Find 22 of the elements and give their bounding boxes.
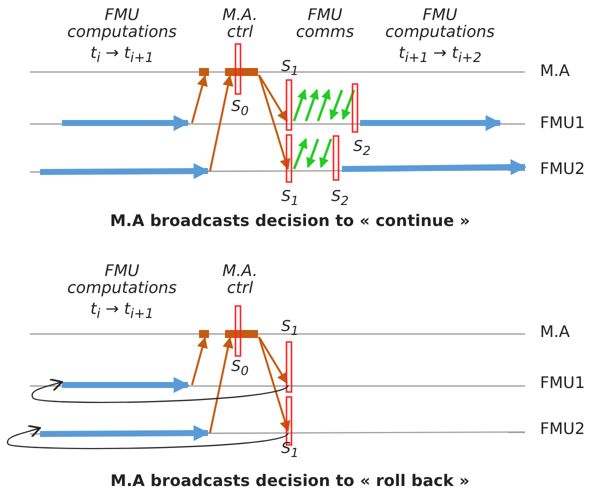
state-label: S$_{1}$: [281, 318, 299, 339]
heading: FMU comms: [294, 6, 356, 40]
heading: M.A. ctrl: [221, 6, 259, 40]
lane-label: FMU2: [540, 160, 585, 177]
lane-label: FMU1: [540, 374, 585, 391]
state-label: S$_{1}$: [281, 440, 299, 461]
state-label: S$_{2}$: [331, 188, 349, 209]
lane-label: M.A: [540, 323, 570, 340]
state-label: S$_{0}$: [231, 358, 249, 379]
lane-label: FMU1: [540, 114, 585, 131]
state-label: S$_{1}$: [281, 188, 299, 209]
state-label: S$_{1}$: [281, 58, 299, 79]
heading: M.A. ctrl: [221, 262, 259, 296]
caption: M.A broadcasts decision to « roll back »: [110, 472, 470, 489]
caption: M.A broadcasts decision to « continue »: [110, 212, 470, 229]
lane-label: M.A: [540, 62, 570, 79]
lane-label: FMU2: [540, 420, 585, 437]
time-range: t$_{i}$ → t$_{i+1}$: [90, 300, 154, 324]
state-label: S$_{2}$: [353, 138, 371, 159]
time-range: t$_{i+1}$ → t$_{i+2}$: [398, 44, 482, 68]
time-range: t$_{i}$ → t$_{i+1}$: [90, 44, 154, 68]
state-label: S$_{0}$: [231, 98, 249, 119]
